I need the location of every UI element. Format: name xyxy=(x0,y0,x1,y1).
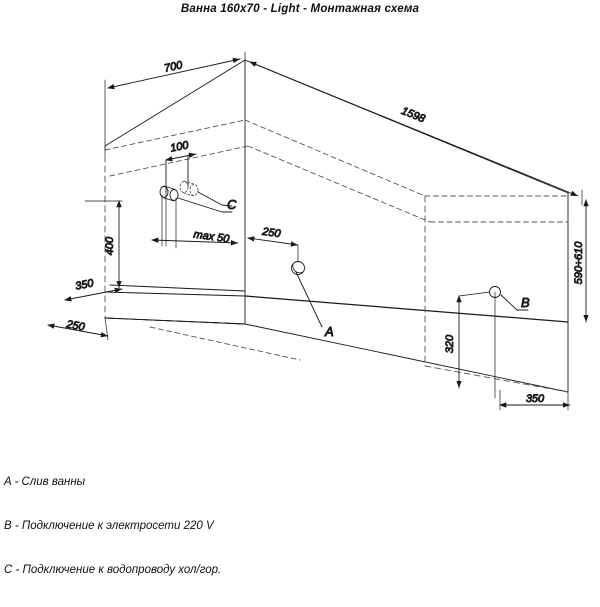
room-walls xyxy=(104,59,569,393)
legend: A - Слив ванны B - Подключение к электро… xyxy=(4,446,221,607)
dimension-label-700: 700 xyxy=(163,59,184,75)
dimension-label-590-610: 590÷610 xyxy=(573,241,585,285)
power-socket xyxy=(489,286,529,311)
dimension-label-350-socket: 350 xyxy=(526,393,545,405)
callout-label-c: C xyxy=(227,197,237,212)
dimension-label-400: 400 xyxy=(104,236,116,255)
dimension-height-400 xyxy=(84,200,123,289)
dimension-label-max50: max 50 xyxy=(193,229,231,246)
dimension-label-1598: 1598 xyxy=(400,105,428,126)
dimension-floor-250 xyxy=(47,317,109,341)
legend-item-b: B - Подключение к электросети 220 V xyxy=(4,519,214,532)
dimension-label-100: 100 xyxy=(169,139,190,154)
legend-item-c: C - Подключение к водопроводу хол/гор. xyxy=(4,563,222,576)
dimension-socket-320 xyxy=(456,291,491,389)
dimension-wall-350 xyxy=(64,287,123,302)
bathtub-rim-hidden xyxy=(104,119,569,223)
faucet-riser-lines xyxy=(165,155,189,247)
bathtub-body xyxy=(104,195,569,393)
technical-drawing-canvas: 700 1598 100 max 50 xyxy=(47,51,589,411)
dimension-faucet-100 xyxy=(165,152,197,193)
drain-outlet xyxy=(291,261,323,328)
dimension-label-350: 350 xyxy=(74,277,95,292)
installation-diagram: Ванна 160x70 - Light - Монтажная схема xyxy=(4,3,589,576)
dimension-label-320: 320 xyxy=(444,334,456,353)
dimension-drain-250 xyxy=(247,236,299,263)
page-title: Ванна 160x70 - Light - Монтажная схема xyxy=(180,3,420,15)
dimension-depth-700 xyxy=(104,51,246,151)
water-inlet-fittings xyxy=(159,180,233,213)
dimension-label-250-left: 250 xyxy=(64,318,86,333)
floor-plan-outline xyxy=(104,317,246,325)
callout-label-b: B xyxy=(521,295,530,310)
dimension-length-1598 xyxy=(249,61,583,206)
dimension-label-250-drain: 250 xyxy=(261,226,283,241)
callout-label-a: A xyxy=(324,324,334,339)
dimension-socket-350 xyxy=(494,291,571,411)
legend-item-a: A - Слив ванны xyxy=(4,476,86,489)
